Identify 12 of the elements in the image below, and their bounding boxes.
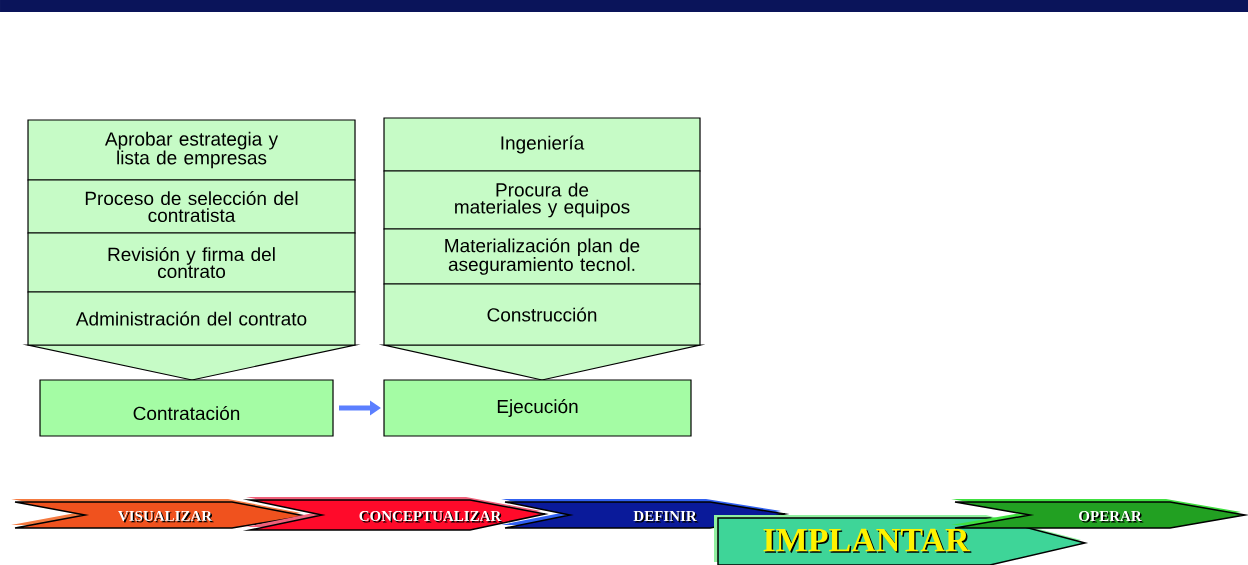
- result-box: Contratación: [39, 379, 334, 437]
- step-box: Proceso de selección del contratista: [27, 179, 356, 234]
- step-box: Administración del contrato: [27, 291, 356, 346]
- step-box: Revisión y firma del contrato: [27, 232, 356, 293]
- phase-banner: CONCEPTUALIZAR: [242, 497, 549, 531]
- result-box: Ejecución: [383, 379, 692, 437]
- step-box: Materialización plan de aseguramiento tecnol.: [383, 228, 701, 285]
- step-box: Procura de materiales y equipos: [383, 170, 701, 230]
- step-box: Ingeniería: [383, 117, 701, 172]
- step-box: Aprobar estrategia y lista de empresas: [27, 119, 356, 181]
- step-box: Construcción: [383, 283, 701, 346]
- phase-banner: OPERAR: [951, 499, 1248, 529]
